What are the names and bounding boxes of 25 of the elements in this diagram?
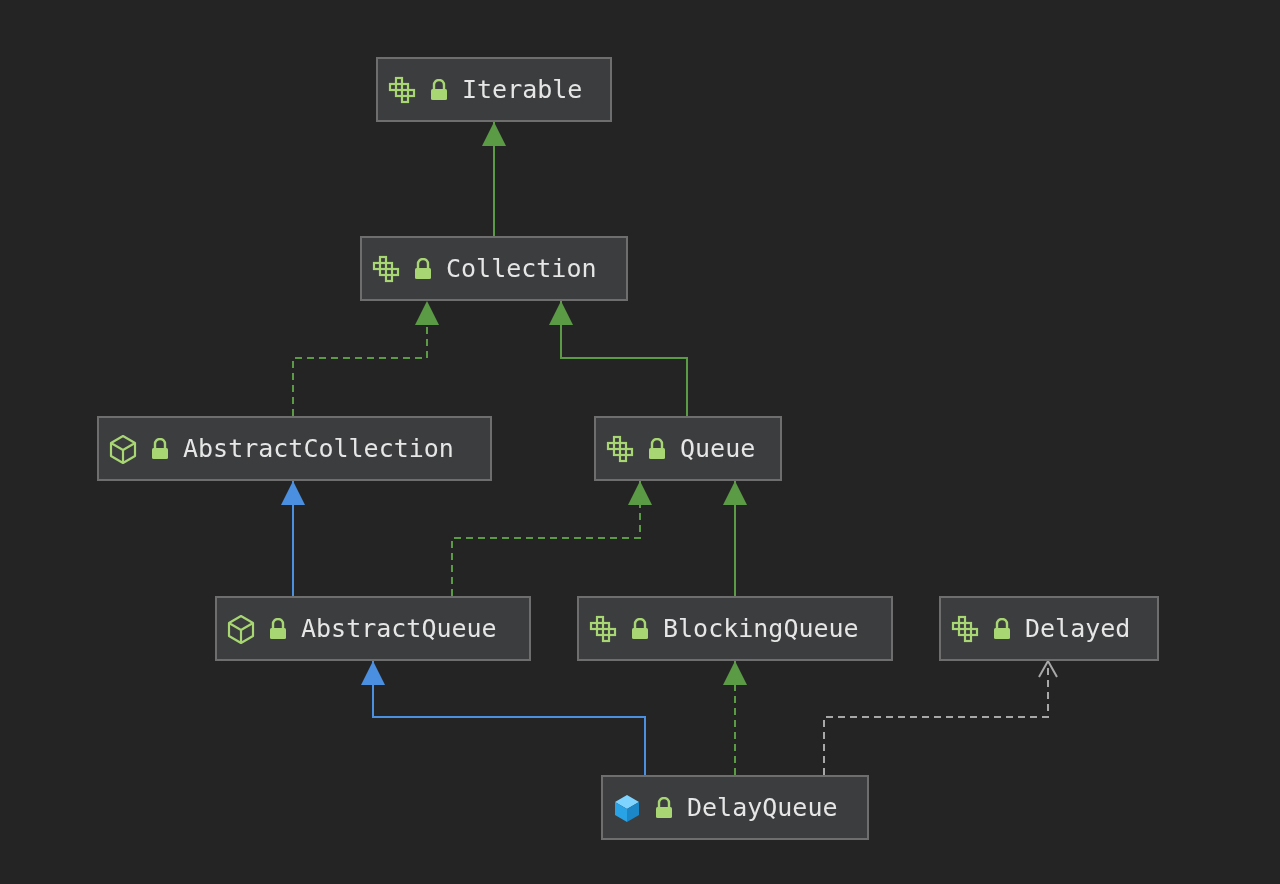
class-box (594, 416, 782, 481)
class-name: AbstractCollection (183, 434, 454, 463)
inheritance-arrow (723, 480, 747, 597)
class-box (601, 775, 869, 840)
class-box (360, 236, 628, 301)
class-name: DelayQueue (687, 793, 838, 822)
class-name: BlockingQueue (663, 614, 859, 643)
class-name: AbstractQueue (301, 614, 497, 643)
class-name: Collection (446, 254, 597, 283)
inheritance-arrow (482, 121, 506, 237)
inheritance-arrow (361, 660, 646, 776)
class-box (215, 596, 531, 661)
class-name: Queue (680, 434, 756, 463)
inheritance-arrow (281, 480, 305, 597)
class-box (97, 416, 492, 481)
implementation-arrow (292, 300, 439, 417)
implementation-arrow (723, 660, 747, 776)
inheritance-arrow (549, 300, 688, 417)
class-box (939, 596, 1159, 661)
implementation-arrow (451, 480, 652, 597)
class-name: Iterable (462, 75, 583, 104)
dependency-arrow (823, 660, 1058, 776)
class-name: Delayed (1025, 614, 1131, 643)
class-box (577, 596, 893, 661)
class-box (376, 57, 612, 122)
